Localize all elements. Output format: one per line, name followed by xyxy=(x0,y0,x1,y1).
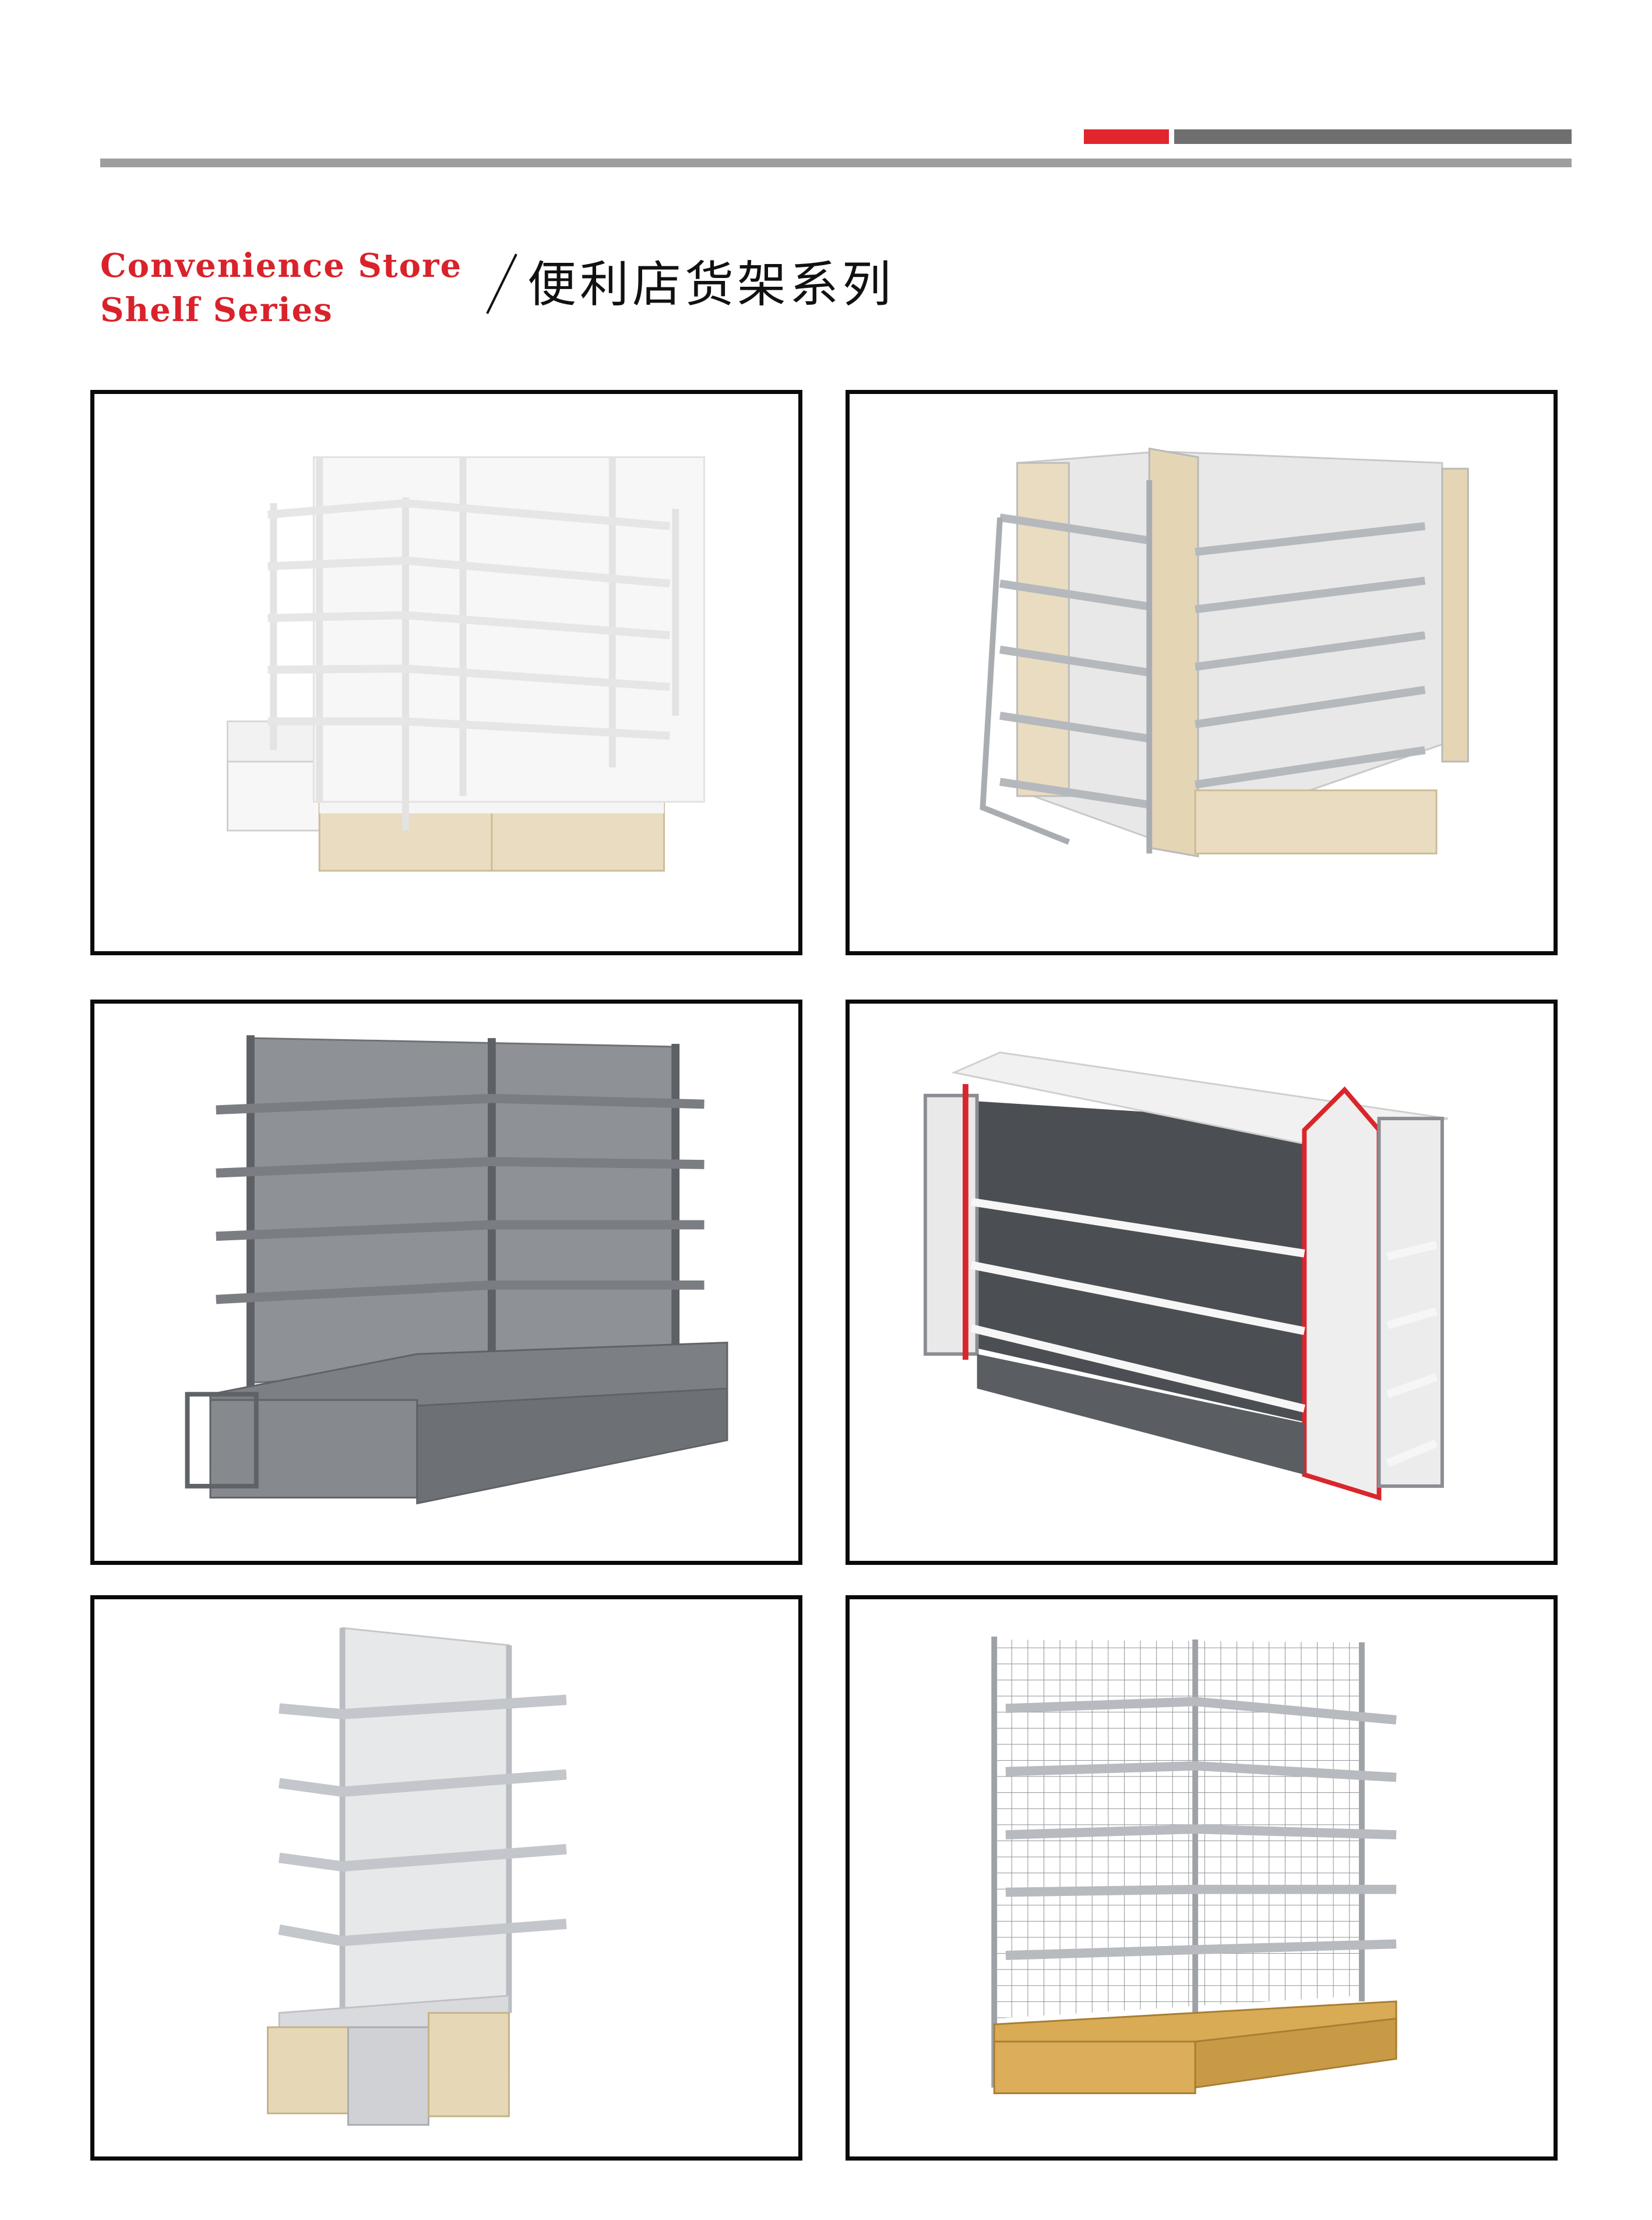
series-title-en-line2: Shelf Series xyxy=(100,291,333,329)
light-gray-end-shelf-icon xyxy=(267,1627,567,2126)
header-rule xyxy=(100,159,1572,167)
product-frame-2 xyxy=(846,390,1558,955)
header-accent-bar-red xyxy=(1084,129,1169,144)
product-frame-5 xyxy=(90,1595,802,2161)
series-title-en-line1: Convenience Store xyxy=(100,247,463,285)
gray-wood-gondola-shelf-icon xyxy=(980,447,1469,858)
wire-mesh-wall-shelf-icon xyxy=(991,1637,1397,2095)
dark-gray-wall-shelf-icon xyxy=(185,1035,728,1505)
title-divider-slash xyxy=(486,254,517,314)
pegboard-island-shelf-icon xyxy=(923,1051,1449,1501)
product-frame-6 xyxy=(846,1595,1558,2161)
product-frame-3 xyxy=(90,1000,802,1565)
white-gondola-shelf-icon xyxy=(227,456,705,872)
product-frame-1 xyxy=(90,390,802,955)
header-accent-bar-gray xyxy=(1174,129,1572,144)
series-title-en: Convenience Store Shelf Series xyxy=(100,244,462,332)
series-title-cn: 便利店货架系列 xyxy=(527,256,895,313)
product-frame-4 xyxy=(846,1000,1558,1565)
